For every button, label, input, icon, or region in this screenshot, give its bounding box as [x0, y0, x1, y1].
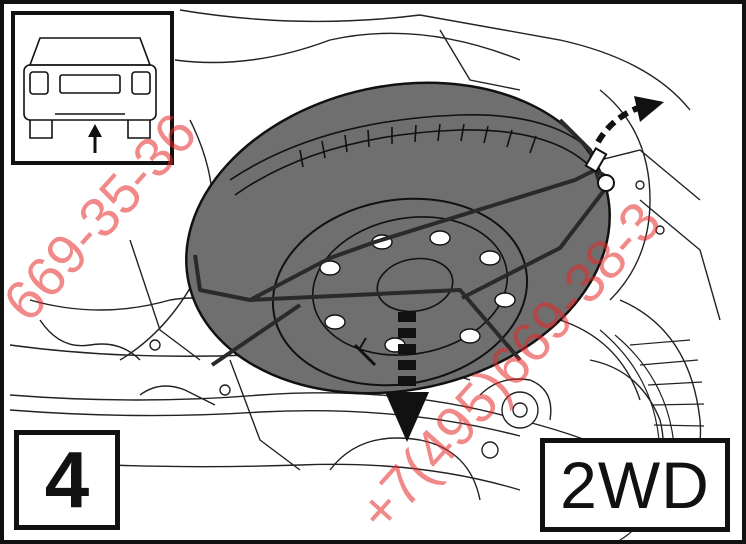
hub-bolts [149, 180, 665, 459]
locator-inset [11, 11, 174, 165]
pull-down-arrow-icon [385, 312, 429, 442]
strap-buckle [584, 146, 615, 192]
step-number: 4 [44, 435, 90, 524]
drivetrain-variant-label: 2WD [560, 448, 710, 522]
step-number-badge: 4 [14, 430, 120, 530]
tire-valve [359, 337, 367, 349]
rotate-release-arrow-icon [595, 96, 664, 144]
locator-pointer-arrow-icon [88, 124, 102, 153]
drivetrain-variant-badge: 2WD [540, 438, 730, 532]
rear-car-locator-icon [23, 37, 157, 139]
